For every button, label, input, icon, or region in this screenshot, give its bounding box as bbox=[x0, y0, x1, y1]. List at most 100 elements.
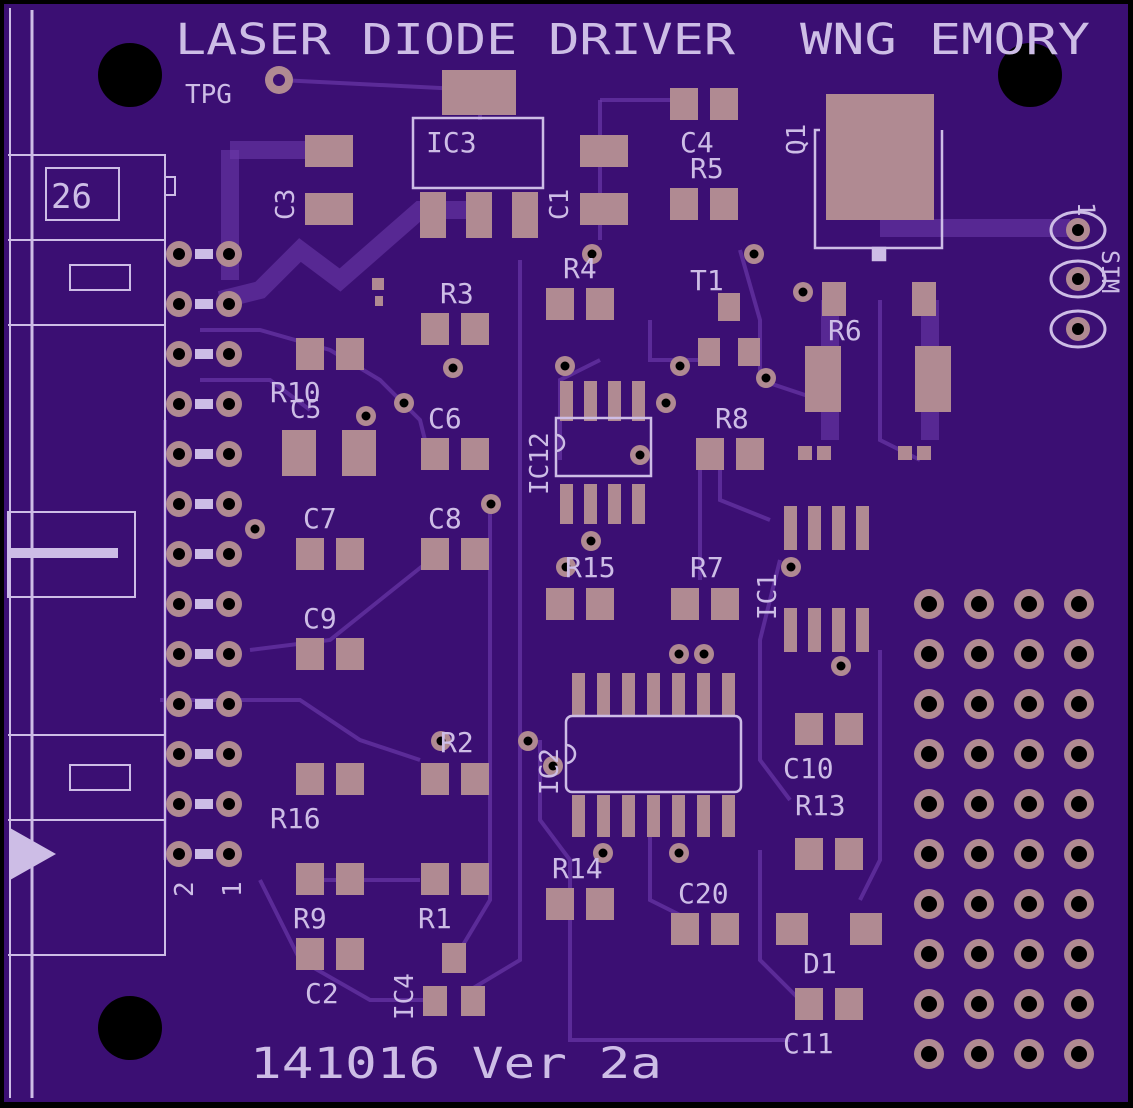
smd-pad bbox=[632, 484, 645, 524]
header-pin-hole bbox=[173, 648, 185, 660]
pin-link bbox=[195, 499, 213, 509]
via-hole bbox=[674, 848, 684, 858]
smd-pad bbox=[466, 192, 492, 238]
perf-hole bbox=[1071, 996, 1087, 1012]
smd-pad bbox=[572, 795, 585, 837]
smd-pad bbox=[898, 446, 912, 460]
via-hole bbox=[761, 373, 771, 383]
perf-hole bbox=[971, 896, 987, 912]
smd-pad bbox=[560, 381, 573, 421]
smd-pad bbox=[805, 346, 841, 412]
perf-hole bbox=[1021, 646, 1037, 662]
smd-pad bbox=[835, 838, 863, 870]
smd-pad bbox=[461, 313, 489, 345]
header-pin-hole bbox=[173, 398, 185, 410]
smd-pad bbox=[546, 288, 574, 320]
perf-hole bbox=[1021, 1046, 1037, 1062]
pin1-label: 1 bbox=[218, 881, 248, 897]
via-hole bbox=[675, 361, 685, 371]
label-r1: R1 bbox=[418, 902, 452, 935]
pin-link bbox=[195, 349, 213, 359]
mounting-hole bbox=[98, 43, 162, 107]
perf-hole bbox=[1021, 896, 1037, 912]
smd-pad bbox=[808, 506, 821, 550]
smd-pad bbox=[461, 438, 489, 470]
pin-link bbox=[195, 749, 213, 759]
label-r4: R4 bbox=[563, 252, 597, 285]
perf-hole bbox=[921, 846, 937, 862]
perf-hole bbox=[971, 1046, 987, 1062]
smd-pad bbox=[798, 446, 812, 460]
smd-pad bbox=[375, 296, 383, 306]
perf-hole bbox=[971, 996, 987, 1012]
via-hole bbox=[523, 736, 533, 746]
label-ic2: IC2 bbox=[535, 748, 565, 795]
smd-pad bbox=[442, 70, 516, 115]
smd-pad bbox=[372, 278, 384, 290]
smd-pad bbox=[632, 381, 645, 421]
header-pin-hole bbox=[173, 248, 185, 260]
perf-hole bbox=[1021, 996, 1037, 1012]
smd-pad bbox=[282, 430, 316, 476]
pin2-label: 2 bbox=[170, 881, 200, 897]
smd-pads bbox=[282, 70, 951, 1020]
via-hole bbox=[699, 649, 709, 659]
pin-link bbox=[195, 399, 213, 409]
smd-pad bbox=[461, 986, 485, 1016]
perf-hole bbox=[971, 696, 987, 712]
smd-pad bbox=[296, 638, 324, 670]
smd-pad bbox=[336, 938, 364, 970]
header-pin-hole bbox=[223, 848, 235, 860]
perf-hole bbox=[1071, 896, 1087, 912]
label-r15: R15 bbox=[565, 551, 616, 584]
pin-link bbox=[195, 799, 213, 809]
perf-hole bbox=[971, 846, 987, 862]
smd-pad bbox=[586, 588, 614, 620]
smd-pad bbox=[697, 795, 710, 837]
silkscreen-labels: LASER DIODE DRIVER WNG EMORY 141016 Ver … bbox=[51, 15, 1124, 1089]
smd-pad bbox=[856, 506, 869, 550]
smd-pad bbox=[795, 713, 823, 745]
smd-pad bbox=[597, 673, 610, 715]
label-r14: R14 bbox=[552, 852, 603, 885]
via-hole bbox=[548, 761, 558, 771]
perf-hole bbox=[1021, 696, 1037, 712]
smd-pad bbox=[546, 588, 574, 620]
pin-link bbox=[195, 599, 213, 609]
label-c11: C11 bbox=[783, 1027, 834, 1060]
smd-pad bbox=[461, 763, 489, 795]
smd-pad bbox=[647, 673, 660, 715]
smd-pad bbox=[808, 608, 821, 652]
smd-pad bbox=[835, 988, 863, 1020]
smd-pad bbox=[512, 192, 538, 238]
perf-hole bbox=[1071, 846, 1087, 862]
perf-hole bbox=[921, 796, 937, 812]
via-hole bbox=[361, 411, 371, 421]
perf-hole bbox=[1071, 1046, 1087, 1062]
header-pin-hole bbox=[173, 798, 185, 810]
perf-hole bbox=[971, 646, 987, 662]
smd-pad bbox=[917, 446, 931, 460]
via-hole bbox=[436, 736, 446, 746]
header-pin-hole bbox=[223, 598, 235, 610]
header-pin-hole bbox=[223, 698, 235, 710]
pin-count-label: 26 bbox=[51, 177, 92, 217]
via-hole bbox=[749, 249, 759, 259]
label-ic4: IC4 bbox=[390, 973, 420, 1020]
smd-pad bbox=[738, 338, 760, 366]
perf-hole bbox=[1071, 696, 1087, 712]
via-hole bbox=[798, 287, 808, 297]
smd-pad bbox=[850, 913, 882, 945]
smd-pad bbox=[336, 763, 364, 795]
pin-link bbox=[195, 549, 213, 559]
smd-pad bbox=[296, 338, 324, 370]
mounting-hole bbox=[98, 996, 162, 1060]
pin-link bbox=[195, 249, 213, 259]
smd-pad bbox=[832, 608, 845, 652]
via-hole bbox=[448, 363, 458, 373]
label-sim-pin1: 1 bbox=[1072, 202, 1100, 216]
smd-pad bbox=[423, 986, 447, 1016]
perf-hole bbox=[971, 596, 987, 612]
smd-pad bbox=[711, 588, 739, 620]
label-r9: R9 bbox=[293, 902, 327, 935]
